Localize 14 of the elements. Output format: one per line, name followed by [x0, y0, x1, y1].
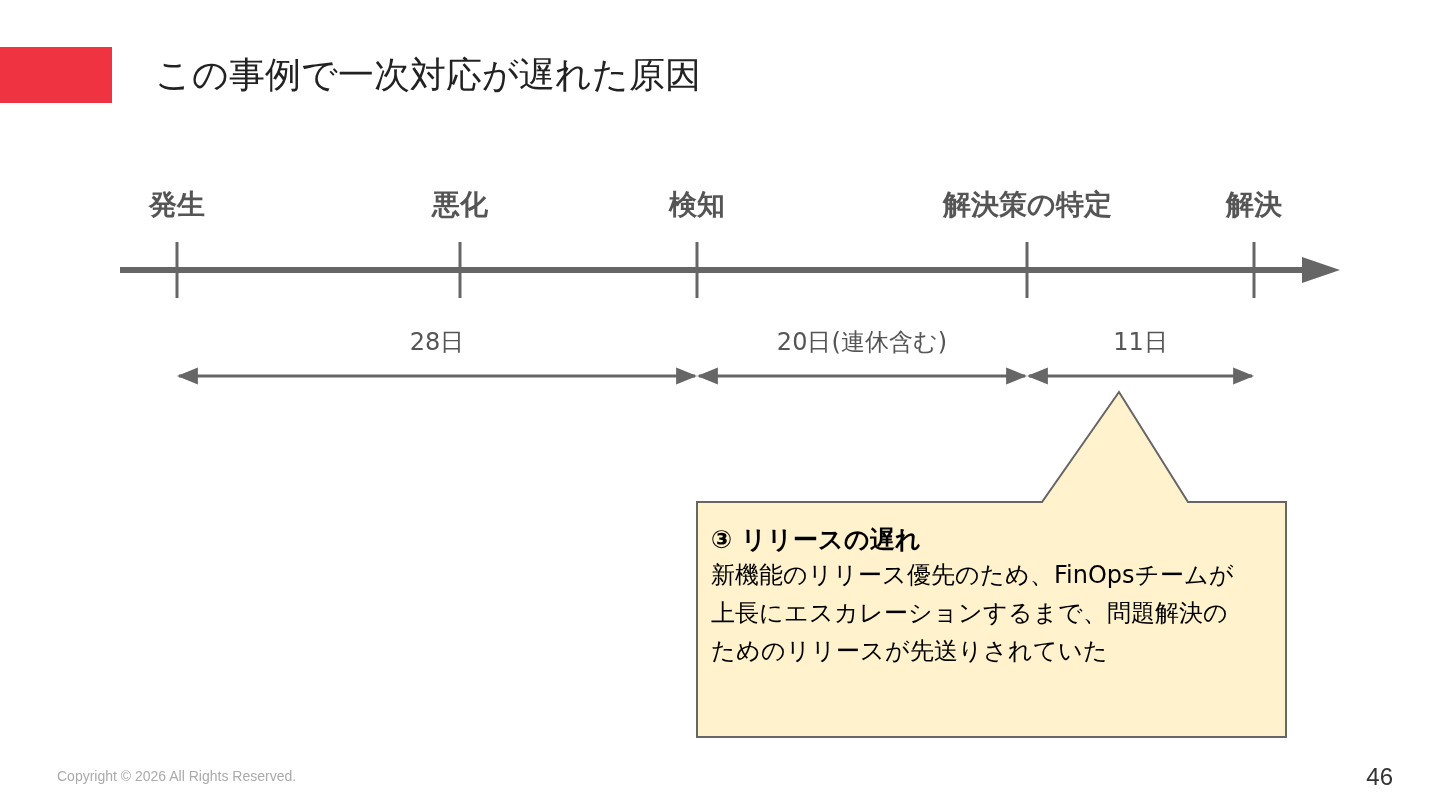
copyright-note: Copyright © 2026 All Rights Reserved. [57, 767, 297, 786]
callout-body: 新機能のリリース優先のため、FinOpsチームが上長にエスカレーションするまで、問題解決のためのリリースが先送りされていた [711, 560, 1235, 667]
page-number: 46 [1366, 762, 1393, 792]
speech-bubble-callout [696, 390, 1288, 739]
milestone-label: 解決 [1226, 188, 1282, 222]
milestone-label: 発生 [149, 188, 205, 222]
slide-title: この事例で一次対応が遅れた原因 [155, 55, 701, 95]
duration-label: 20日(連休含む) [776, 327, 948, 357]
milestone-label: 悪化 [432, 188, 488, 222]
duration-label: 28日 [409, 327, 465, 357]
milestone-label: 解決策の特定 [942, 188, 1112, 222]
milestone-label: 検知 [669, 188, 725, 222]
callout-heading: ③ リリースの遅れ [711, 524, 922, 556]
duration-label: 11日 [1113, 327, 1168, 357]
